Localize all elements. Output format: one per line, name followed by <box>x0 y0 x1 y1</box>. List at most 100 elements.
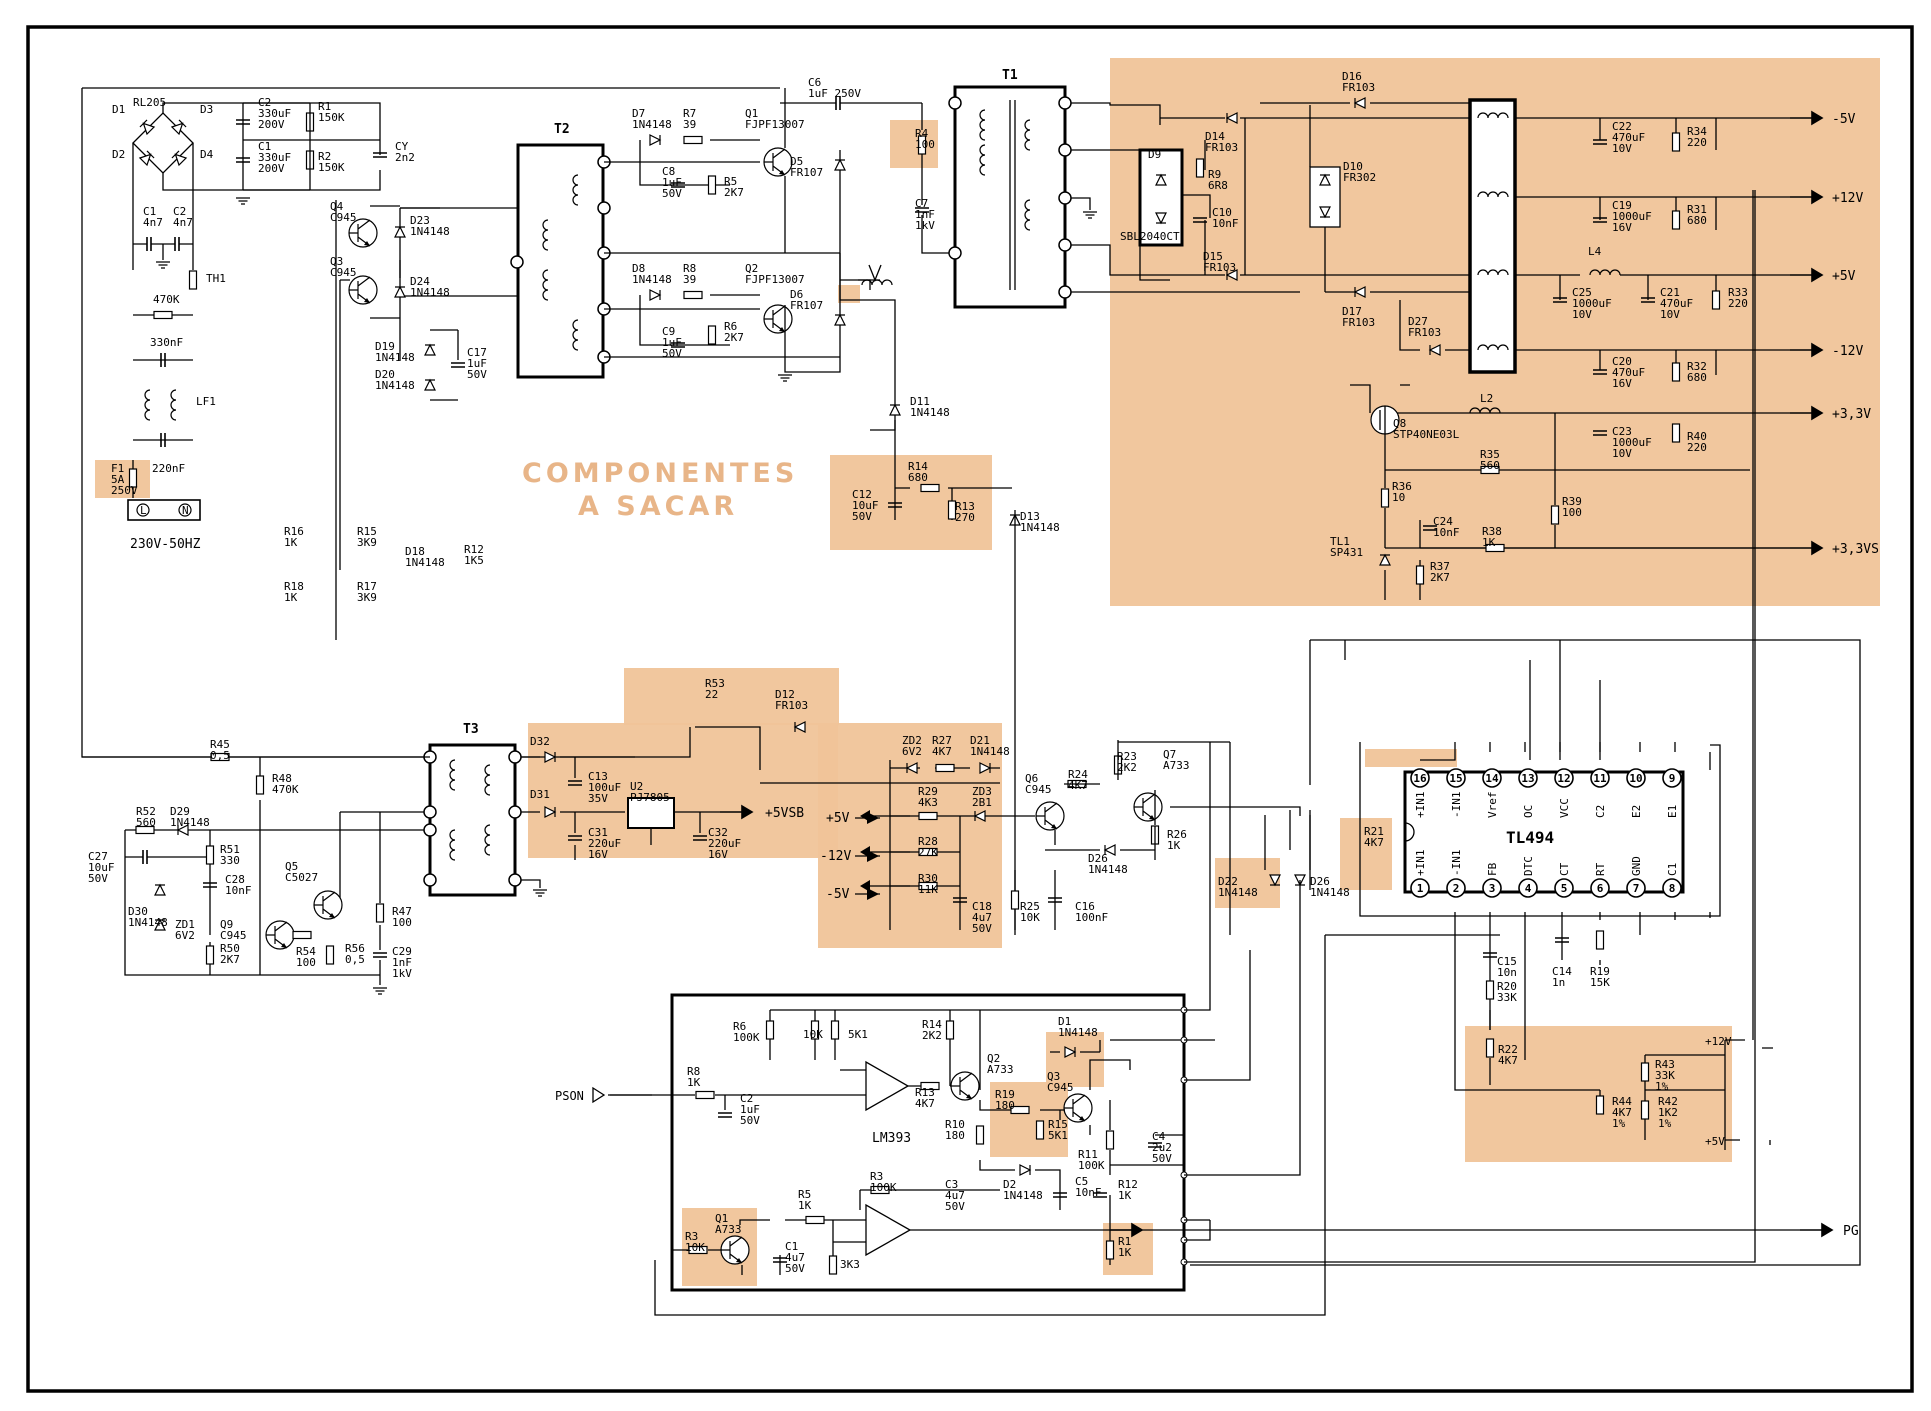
component-label-line: R26 <box>1167 828 1187 841</box>
protection-section <box>695 721 1311 935</box>
component-label-line: 1kV <box>915 219 935 232</box>
output-p33v: +3,3V <box>1832 407 1871 422</box>
component-label-line: R25 <box>1020 900 1040 913</box>
tl494-pin-label: C2 <box>1594 805 1607 818</box>
component-label-line: 10nF <box>1212 217 1239 230</box>
tl494-pin-label: +IN1 <box>1414 792 1427 819</box>
component-label-d2: D2 <box>112 148 125 161</box>
component-label-r5k1: 5K1 <box>848 1028 868 1041</box>
tl494-pin-label: E1 <box>1666 805 1679 818</box>
component-label-line: 1000uF <box>1612 436 1652 449</box>
half-bridge <box>335 88 1021 935</box>
component-label-line: 10K <box>685 1241 705 1254</box>
component-label-line: R43 <box>1655 1058 1675 1071</box>
component-label-line: 1uF <box>662 336 682 349</box>
tl494-pin-circle <box>1446 878 1466 898</box>
component-label-line: 470uF <box>1660 297 1693 310</box>
component-label-line: A733 <box>1163 759 1190 772</box>
output-p5v: +5V <box>1832 269 1856 284</box>
component-label-line: R8 <box>687 1065 700 1078</box>
component-label-line: 16V <box>588 848 608 861</box>
component-label-line: 100 <box>392 916 412 929</box>
component-label-line: R56 <box>345 942 365 955</box>
component-label-line: D20 <box>375 368 395 381</box>
component-label-line: D9 <box>1148 148 1161 161</box>
component-label-line: 220 <box>1687 136 1707 149</box>
component-label-line: C29 <box>392 945 412 958</box>
component-label-line: 100K <box>870 1181 897 1194</box>
component-label-line: 2K2 <box>1117 761 1137 774</box>
component-label-line: 1N4148 <box>632 273 672 286</box>
input-m12v: -12V <box>820 849 851 864</box>
input-p5v: +5V <box>826 811 850 826</box>
component-label-line: 4K7 <box>1068 779 1088 792</box>
component-label-line: R33 <box>1728 286 1748 299</box>
component-label-line: R38 <box>1482 525 1502 538</box>
component-label-line: 1N4148 <box>375 351 415 364</box>
tl494-pin-circle <box>1518 768 1538 788</box>
component-label-line: 4K7 <box>915 1097 935 1110</box>
tl494-pin-number: 8 <box>1669 882 1676 895</box>
component-label-line: 50V <box>467 368 487 381</box>
component-label-line: R32 <box>1687 360 1707 373</box>
tl494-pin-label: FB <box>1486 862 1499 876</box>
component-label-line: R1 <box>1118 1235 1131 1248</box>
component-label-line: R16 <box>284 525 304 538</box>
component-label-l2: L2 <box>1480 392 1493 405</box>
tl494-pin-circle <box>1482 768 1502 788</box>
component-label-d3: D3 <box>200 103 213 116</box>
component-label-line: 10V <box>1572 308 1592 321</box>
outer-border <box>26 25 1914 1393</box>
component-label-line: R27 <box>932 734 952 747</box>
component-label-line: 1K <box>284 536 298 549</box>
component-label-line: C945 <box>1025 783 1052 796</box>
tl494-pin-label: -IN1 <box>1450 792 1463 819</box>
component-label-line: R23 <box>1117 750 1137 763</box>
component-label-line: L2 <box>1480 392 1493 405</box>
component-label-br: RL205 <box>133 96 166 109</box>
component-label-line: D32 <box>530 735 550 748</box>
component-label-line: C20 <box>1612 355 1632 368</box>
component-label-line: 50V <box>785 1262 805 1275</box>
component-label-line: C945 <box>220 929 247 942</box>
component-label-line: R10 <box>945 1118 965 1131</box>
component-label-line: R42 <box>1658 1095 1678 1108</box>
component-label-line: U2 <box>630 780 643 793</box>
tl494-pin-circle <box>1554 768 1574 788</box>
component-label-line: 50V <box>972 922 992 935</box>
component-label-line: 330uF <box>258 107 291 120</box>
component-label-line: 1N4148 <box>410 286 450 299</box>
component-label-line: R6 <box>724 320 737 333</box>
component-label-line: C2 <box>740 1092 753 1105</box>
component-label-line: R48 <box>272 772 292 785</box>
component-label-line: 150K <box>318 161 345 174</box>
tl494-pin-label: DTC <box>1522 856 1535 876</box>
component-label-line: R54 <box>296 945 316 958</box>
component-label-line: C1 <box>258 140 271 153</box>
component-label-line: Q2 <box>987 1052 1000 1065</box>
component-label-line: D13 <box>1020 510 1040 523</box>
component-label-line: R30 <box>918 872 938 885</box>
tl494-pin-circle <box>1410 768 1430 788</box>
component-label-line: R1 <box>318 100 331 113</box>
component-label-line: 4K7 <box>1612 1106 1632 1119</box>
